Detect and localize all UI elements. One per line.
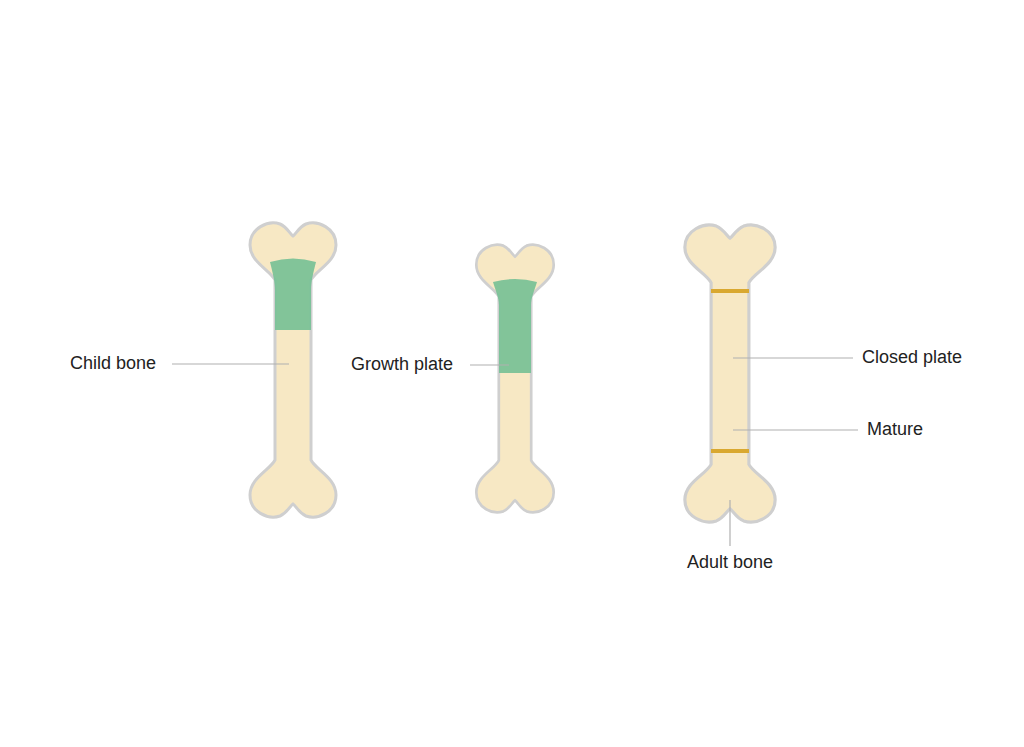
part-label: Growth plate [351, 354, 453, 376]
adult-bone [685, 225, 775, 522]
growth-plate [493, 279, 537, 373]
growth-plate [270, 259, 316, 331]
part-label: Child bone [70, 353, 156, 375]
part-label: Mature [867, 419, 923, 441]
growing-bone [476, 245, 553, 513]
leader-lines [172, 358, 858, 546]
closed-plate-line [711, 449, 749, 453]
part-label: Adult bone [687, 552, 773, 574]
part-label: Closed plate [862, 347, 962, 369]
closed-plate-line [711, 289, 749, 293]
child-bone [250, 223, 336, 517]
